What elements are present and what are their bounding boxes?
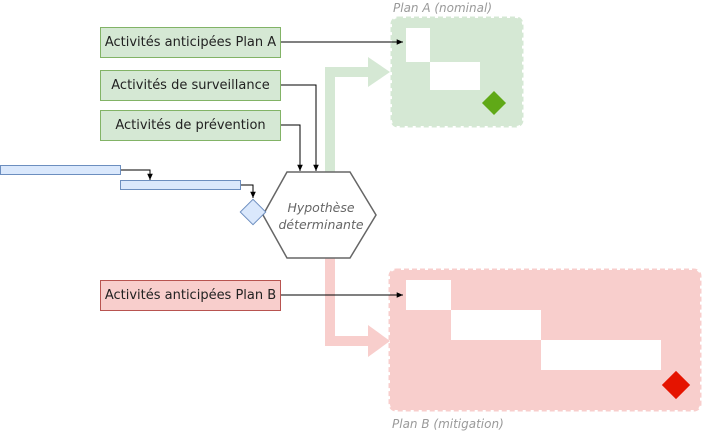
plan-a-title: Plan A (nominal) (393, 1, 492, 15)
hypothesis-label: Hypothèse déterminante (278, 200, 364, 232)
plan-a-arrowhead (368, 57, 390, 87)
plan-b-activities-box[interactable]: Activités anticipées Plan B (100, 280, 281, 311)
task-bar-2[interactable] (120, 180, 241, 190)
plan-a-milestone (481, 90, 507, 116)
task-dependency-connector (120, 169, 153, 180)
hypothesis-milestone-icon[interactable] (239, 198, 267, 226)
plan-b-task-3 (541, 340, 661, 370)
prevention-connector (281, 124, 303, 171)
task-to-hypothesis-connector (240, 184, 256, 198)
plan-a-task-1 (406, 28, 430, 62)
plan-b-task-1 (406, 280, 451, 310)
plan-b-task-2 (451, 310, 541, 340)
surveillance-connector (281, 84, 319, 171)
prevention-activities-box[interactable]: Activités de prévention (100, 110, 281, 141)
plan-a-task-2 (430, 62, 480, 90)
plan-b-milestone (661, 370, 691, 400)
plan-b-arrowhead (368, 325, 390, 357)
branch-to-plan-a-arrow (325, 67, 370, 172)
task-bar-1[interactable] (0, 165, 121, 175)
plan-a-activities-box[interactable]: Activités anticipées Plan A (100, 27, 281, 58)
plan-b-title: Plan B (mitigation) (392, 417, 504, 431)
surveillance-activities-box[interactable]: Activités de surveillance (100, 70, 281, 101)
branch-to-plan-b-arrow (325, 258, 370, 346)
